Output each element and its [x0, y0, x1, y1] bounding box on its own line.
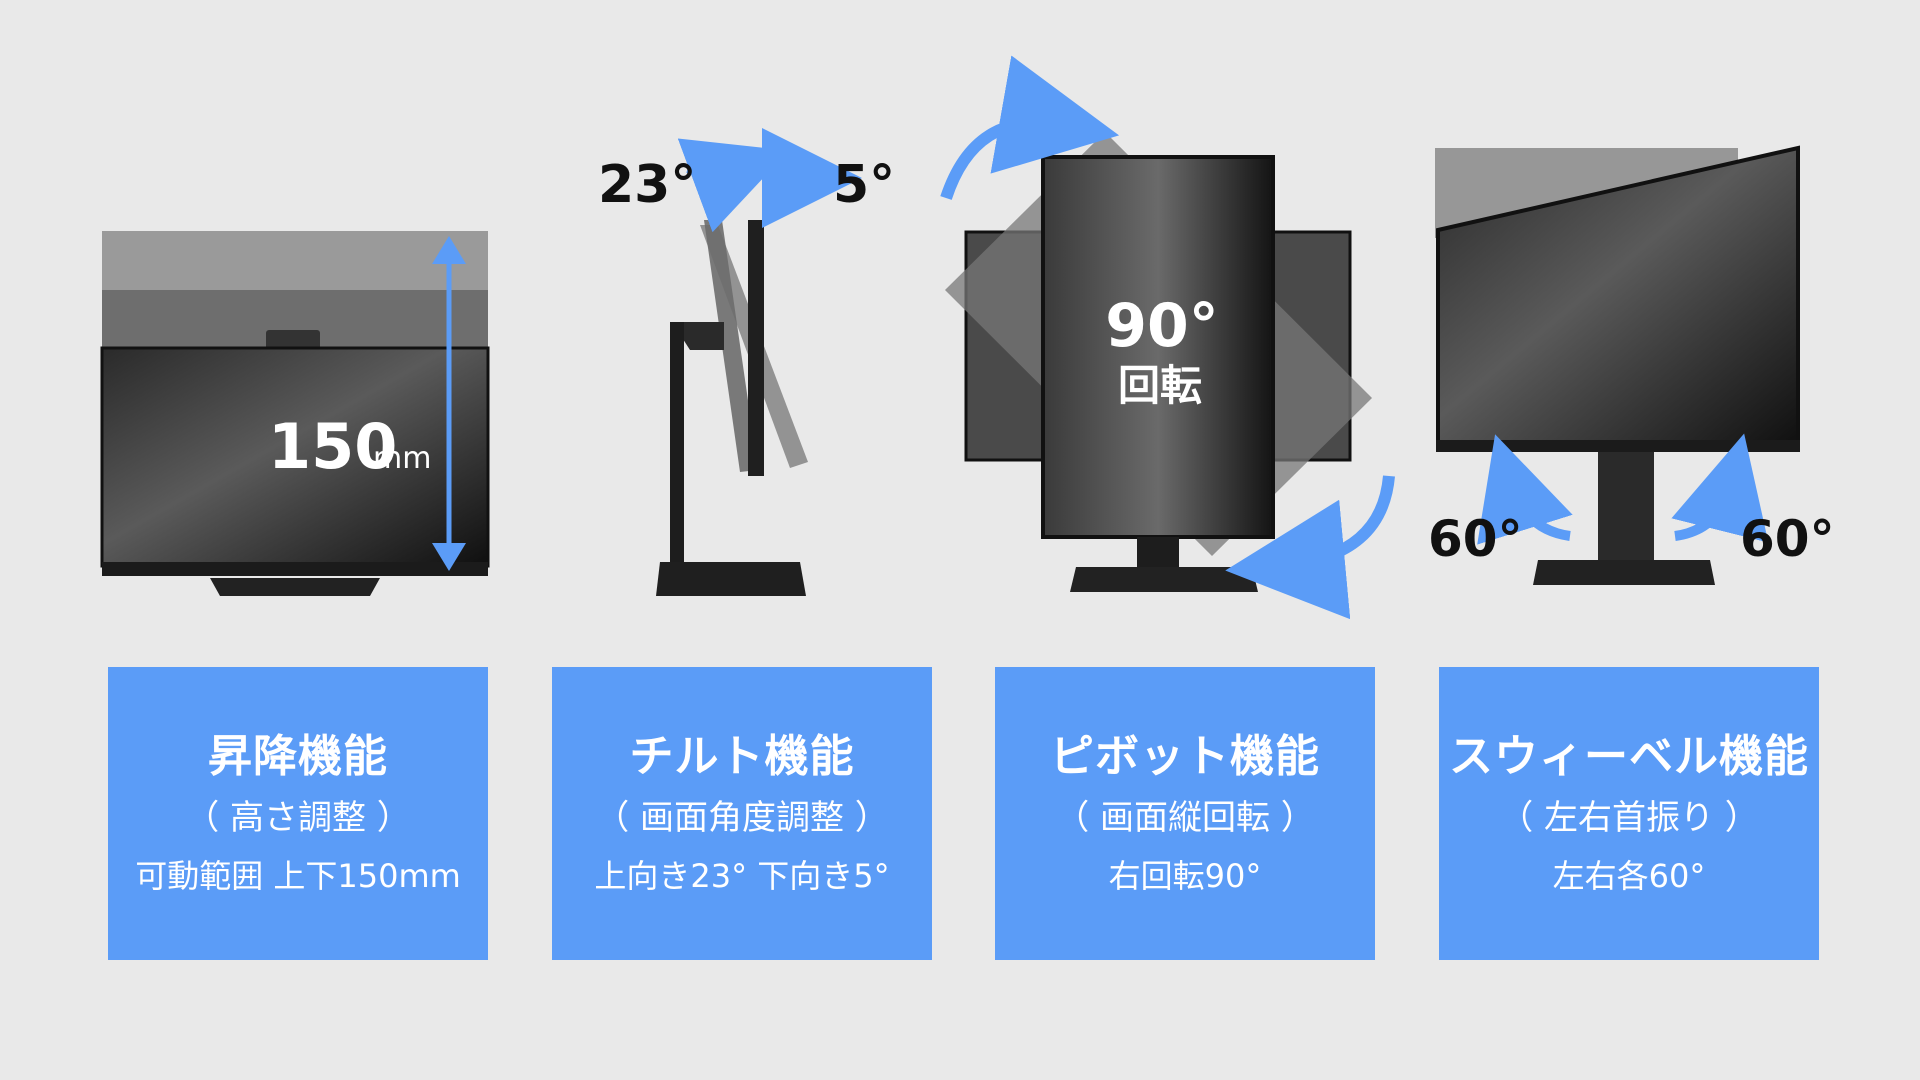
- card-height-adjust: 昇降機能 （ 高さ調整 ） 可動範囲 上下150mm: [108, 667, 488, 960]
- card-title: スウィーベル機能: [1449, 731, 1809, 782]
- card-spec: 右回転90°: [1108, 856, 1262, 895]
- height-adjust-illustration: 150 mm: [100, 231, 490, 596]
- card-title: 昇降機能: [208, 731, 388, 782]
- card-spec: 可動範囲 上下150mm: [135, 856, 461, 895]
- card-spec: 上向き23° 下向き5°: [594, 856, 890, 895]
- height-unit: mm: [373, 441, 431, 476]
- pivot-label: 回転: [1118, 361, 1202, 410]
- card-swivel: スウィーベル機能 （ 左右首振り ） 左右各60°: [1439, 667, 1819, 960]
- swivel-left-value: 60°: [1428, 510, 1523, 568]
- tilt-up-value: 23°: [598, 155, 696, 215]
- card-subtitle: （ 画面縦回転 ）: [1055, 797, 1315, 838]
- height-arrow: [432, 236, 466, 571]
- card-title: ピボット機能: [1050, 731, 1320, 782]
- card-subtitle: （ 高さ調整 ）: [185, 797, 411, 838]
- pivot-angle: 90°: [1105, 291, 1219, 361]
- card-spec: 左右各60°: [1552, 856, 1706, 895]
- tilt-down-value: 5°: [833, 155, 895, 215]
- tilt-illustration: 23° 5°: [598, 127, 895, 596]
- card-title: チルト機能: [629, 731, 855, 782]
- swivel-right-value: 60°: [1740, 510, 1835, 568]
- card-bg-height: [108, 667, 488, 960]
- card-subtitle: （ 画面角度調整 ）: [595, 797, 889, 838]
- height-value: 150: [268, 410, 397, 483]
- card-tilt: チルト機能 （ 画面角度調整 ） 上向き23° 下向き5°: [552, 667, 932, 960]
- card-bg-swivel: [1439, 667, 1819, 960]
- card-bg-tilt: [552, 667, 932, 960]
- card-subtitle: （ 左右首振り ）: [1499, 797, 1759, 838]
- card-bg-pivot: [995, 667, 1375, 960]
- pivot-illustration: 90° 回転: [940, 55, 1395, 620]
- swivel-illustration: 60° 60°: [1428, 145, 1835, 585]
- card-pivot: ピボット機能 （ 画面縦回転 ） 右回転90°: [995, 667, 1375, 960]
